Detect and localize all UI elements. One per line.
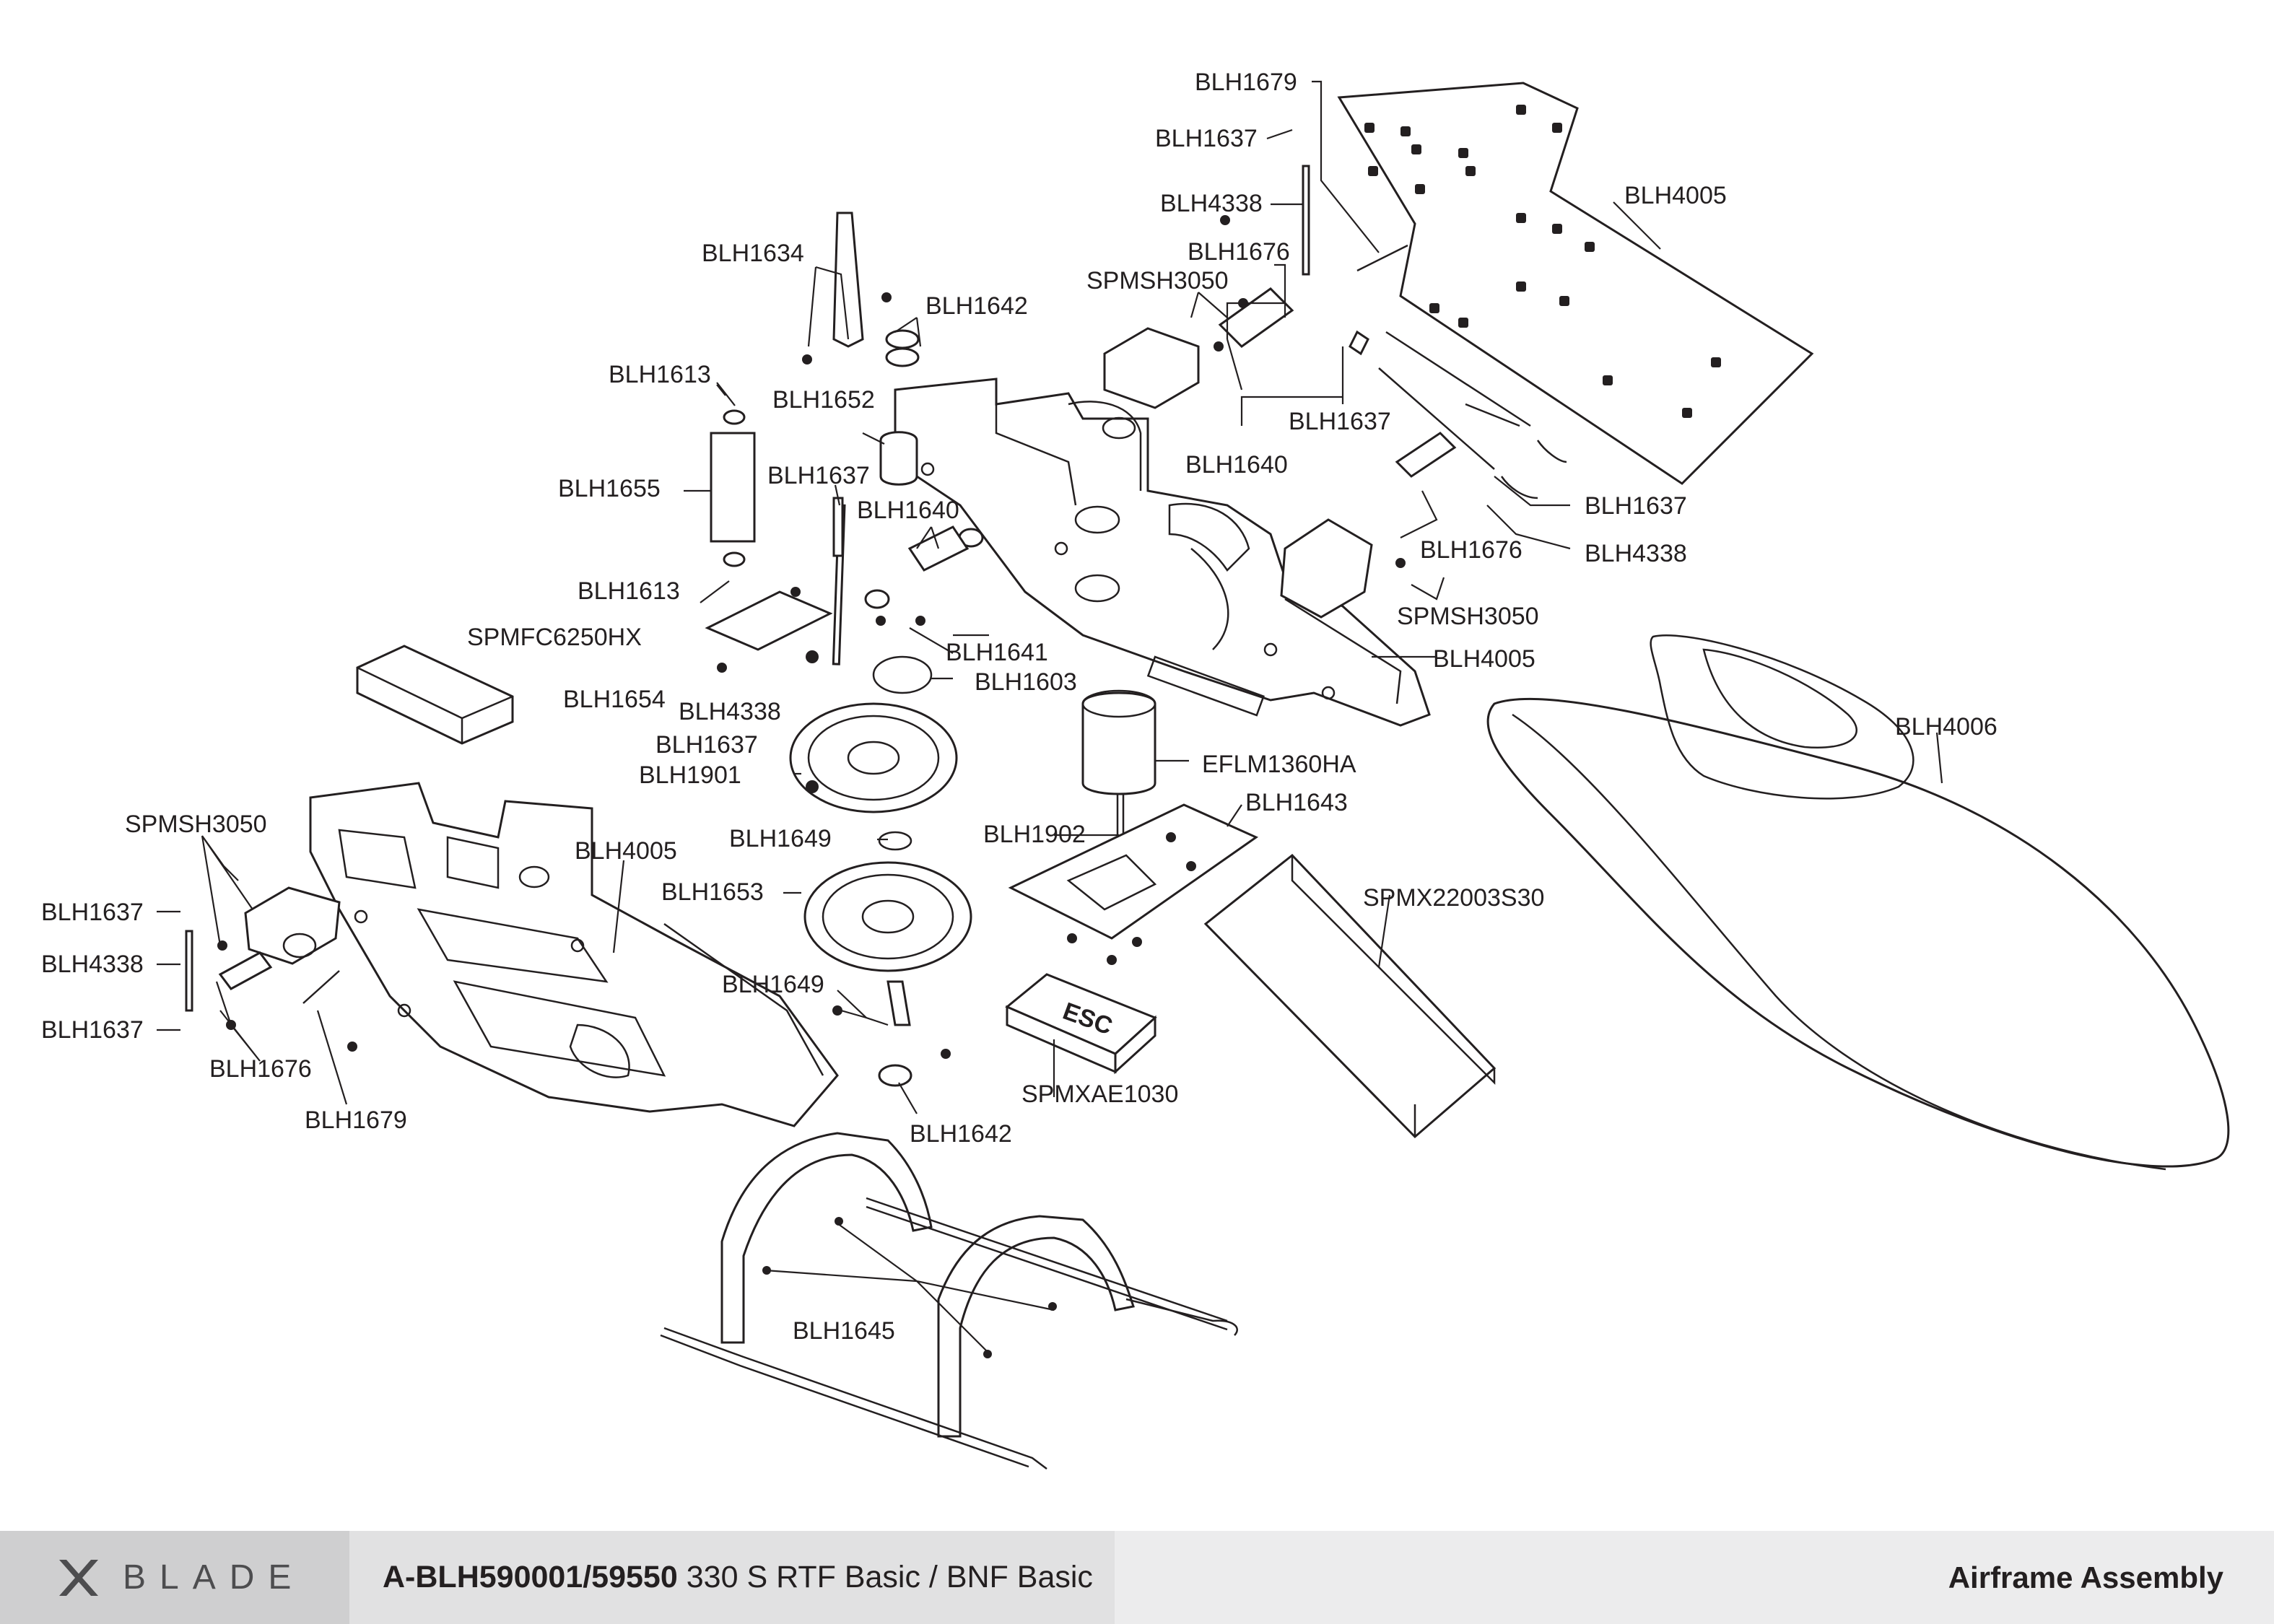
callout-label: BLH4005 bbox=[1433, 645, 1535, 673]
callout-label: BLH1637 bbox=[655, 731, 758, 759]
callout-label: BLH1902 bbox=[983, 821, 1086, 848]
callout-label: SPMSH3050 bbox=[1397, 603, 1539, 630]
callout-label: BLH1637 bbox=[41, 899, 144, 926]
callout-label: BLH1654 bbox=[563, 686, 666, 713]
callout-label: SPMXAE1030 bbox=[1021, 1081, 1178, 1108]
callout-label: BLH4006 bbox=[1895, 713, 1998, 741]
washer-part bbox=[878, 831, 912, 851]
servo-right bbox=[1280, 518, 1373, 619]
callout-label: BLH4338 bbox=[1585, 540, 1687, 567]
callout-label: BLH4005 bbox=[1624, 182, 1727, 209]
leader-lines bbox=[157, 80, 1943, 1354]
callout-label: BLH1637 bbox=[767, 462, 870, 489]
callout-label: BLH1641 bbox=[946, 639, 1048, 666]
callout-label: BLH1643 bbox=[1245, 789, 1348, 816]
blade-logo-icon bbox=[59, 1559, 98, 1596]
footer-bar: BLADE A-BLH590001/59550 330 S RTF Basic … bbox=[0, 1531, 2274, 1624]
callout-label: BLH4338 bbox=[41, 951, 144, 978]
servo-left bbox=[244, 886, 341, 965]
callout-label: SPMSH3050 bbox=[125, 811, 267, 838]
callout-label: BLH1642 bbox=[925, 292, 1028, 320]
callout-label: BLH1901 bbox=[639, 761, 741, 789]
callout-label: BLH1637 bbox=[1289, 408, 1391, 435]
model-description: 330 S RTF Basic / BNF Basic bbox=[686, 1560, 1093, 1594]
main-frame-upper bbox=[894, 377, 1431, 727]
callout-label: BLH1649 bbox=[729, 825, 832, 852]
main-gear-upper bbox=[789, 702, 958, 813]
flight-controller-part bbox=[356, 645, 514, 745]
callout-label: BLH1679 bbox=[1195, 69, 1297, 96]
callout-label: BLH1613 bbox=[578, 577, 680, 605]
callout-label: BLH1645 bbox=[793, 1317, 895, 1345]
frame-plate-top-right bbox=[1337, 82, 1814, 485]
callout-label: SPMSH3050 bbox=[1086, 267, 1229, 294]
callout-label: BLH1642 bbox=[910, 1120, 1012, 1148]
callout-label: BLH4005 bbox=[575, 837, 677, 865]
section-title-panel: Airframe Assembly bbox=[1115, 1531, 2274, 1624]
callout-label: BLH1676 bbox=[1420, 536, 1522, 564]
main-frame-lower bbox=[309, 782, 839, 1127]
esc-part: ESC bbox=[1005, 973, 1157, 1075]
callout-label: BLH1676 bbox=[1188, 238, 1290, 266]
main-gear-lower bbox=[803, 861, 972, 972]
callout-label: BLH1603 bbox=[975, 668, 1077, 696]
callout-label: BLH1637 bbox=[1155, 125, 1258, 152]
callout-label: BLH1613 bbox=[609, 361, 711, 388]
callout-label: BLH1640 bbox=[857, 497, 959, 524]
callout-label: BLH4338 bbox=[679, 698, 781, 725]
motor-part bbox=[1081, 689, 1156, 839]
belt-tensioner-part bbox=[832, 211, 864, 348]
motor-mount-plate bbox=[1008, 803, 1259, 940]
section-title: Airframe Assembly bbox=[1948, 1560, 2223, 1594]
callout-label: EFLM1360HA bbox=[1202, 751, 1356, 778]
callout-label: SPMX22003S30 bbox=[1363, 884, 1544, 912]
model-code: A-BLH590001/59550 bbox=[383, 1560, 678, 1594]
servo-top bbox=[1103, 327, 1200, 409]
landing-gear-part bbox=[660, 1132, 1238, 1470]
exploded-parts-diagram: ESC bbox=[41, 69, 2230, 1470]
callout-label: BLH1640 bbox=[1185, 451, 1288, 479]
callout-label: BLH1679 bbox=[305, 1106, 407, 1134]
model-panel: A-BLH590001/59550 330 S RTF Basic / BNF … bbox=[349, 1531, 1115, 1624]
callout-label: BLH1649 bbox=[722, 971, 824, 998]
callout-labels: BLH1679 BLH1637 BLH4338 BLH1676 SPMSH305… bbox=[41, 69, 1998, 1345]
callout-label: BLH4338 bbox=[1160, 190, 1263, 217]
callout-label: BLH1652 bbox=[772, 386, 875, 414]
callout-label: BLH1634 bbox=[702, 240, 804, 267]
small-parts bbox=[217, 215, 1567, 1087]
callout-label: BLH1637 bbox=[1585, 492, 1687, 520]
callout-label: BLH1655 bbox=[558, 475, 661, 502]
brand-panel: BLADE bbox=[0, 1531, 349, 1624]
callout-label: BLH1676 bbox=[209, 1055, 312, 1083]
brand-name: BLADE bbox=[123, 1558, 305, 1597]
callout-label: BLH1637 bbox=[41, 1016, 144, 1044]
canopy-part bbox=[1486, 634, 2230, 1171]
battery-part bbox=[1203, 853, 1497, 1139]
callout-label: SPMFC6250HX bbox=[467, 624, 642, 651]
callout-label: BLH1653 bbox=[661, 878, 764, 906]
